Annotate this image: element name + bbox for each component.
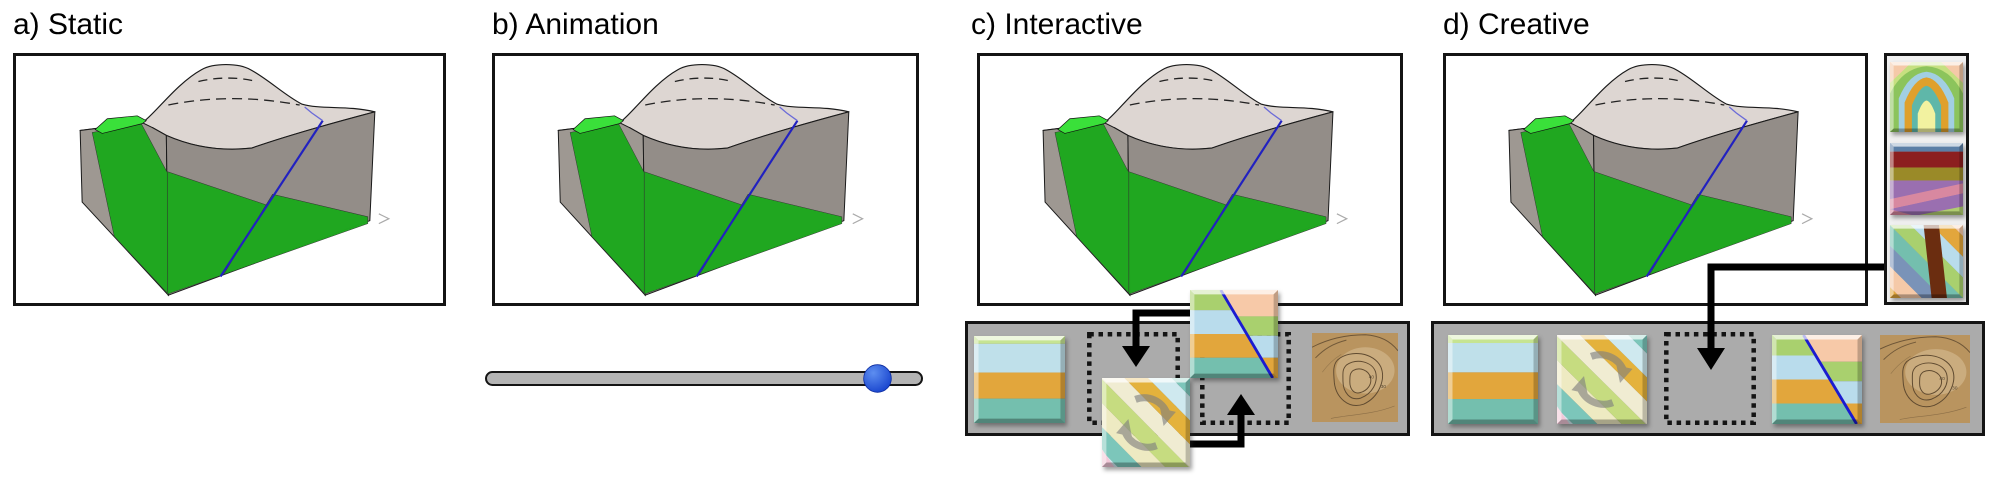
- topographic-map-tile[interactable]: [1312, 333, 1398, 422]
- rotate-tile[interactable]: [1557, 335, 1647, 424]
- dike-tile[interactable]: [1890, 225, 1963, 298]
- panel-d-viewport[interactable]: [1443, 53, 1868, 306]
- geologic-block-model: [980, 56, 1400, 303]
- rotate-tile-dragged[interactable]: [1102, 378, 1190, 467]
- panel-c-viewport[interactable]: [977, 53, 1403, 306]
- layer-cake-tile[interactable]: [974, 336, 1065, 423]
- layer-cake-tile[interactable]: [1448, 335, 1538, 424]
- anticline-tile[interactable]: [1890, 62, 1963, 132]
- panel-a-viewport: [13, 53, 446, 306]
- fault-tile[interactable]: [1772, 335, 1862, 424]
- drop-zone[interactable]: [1200, 332, 1291, 425]
- panel-a-title: a) Static: [13, 8, 124, 41]
- panel-b-viewport: [492, 53, 919, 306]
- drop-zone[interactable]: [1664, 332, 1756, 425]
- topographic-map-tile[interactable]: [1880, 335, 1970, 423]
- fault-tile-dragged[interactable]: [1190, 290, 1278, 378]
- geologic-block-model: [16, 56, 443, 303]
- geologic-block-model: [1446, 56, 1865, 303]
- timeline-slider-handle[interactable]: [863, 364, 892, 393]
- timeline-slider-track[interactable]: [485, 371, 923, 386]
- panel-b-title: b) Animation: [492, 8, 659, 41]
- panel-c-title: c) Interactive: [971, 8, 1143, 41]
- unconformity-tile[interactable]: [1890, 143, 1963, 215]
- geologic-block-model: [495, 56, 916, 303]
- panel-d-title: d) Creative: [1443, 8, 1590, 41]
